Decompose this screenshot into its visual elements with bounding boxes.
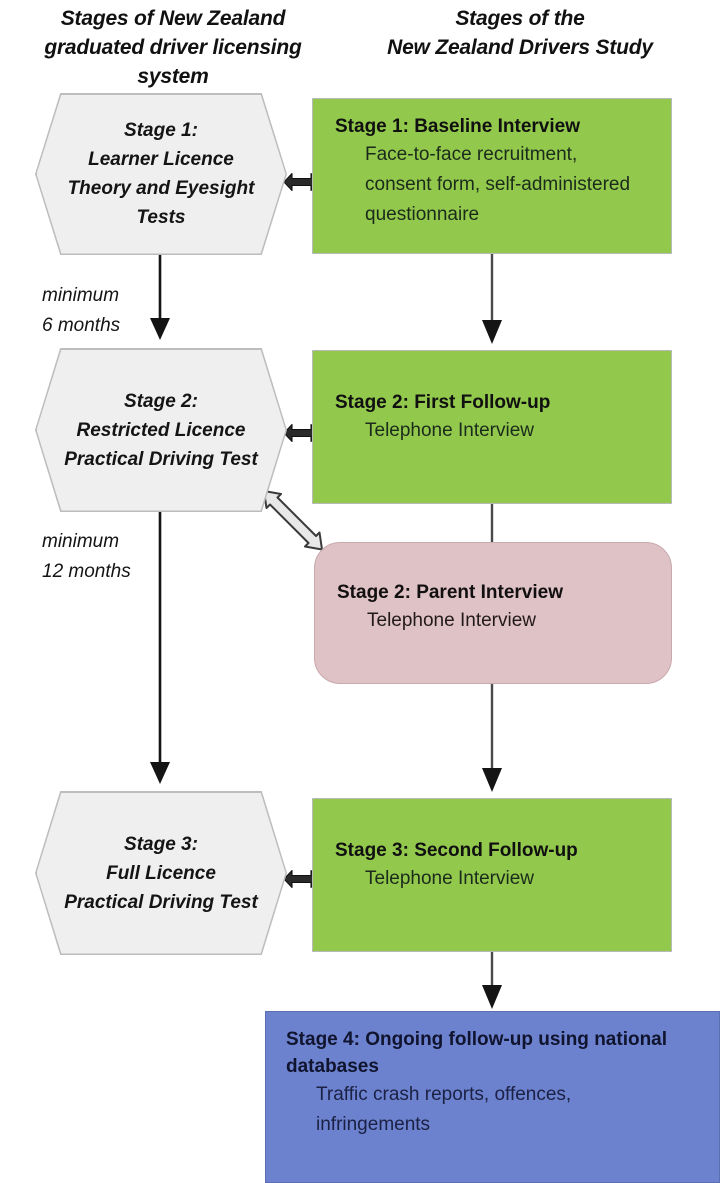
- first-follow-up-body-line1: Telephone Interview: [365, 420, 534, 441]
- ongoing-follow-up-body-line2: infringements: [316, 1114, 431, 1135]
- baseline-interview-title: Stage 1: Baseline Interview: [335, 116, 580, 137]
- licensing-stage-learner-licence[interactable]: Stage 1: Learner Licence Theory and Eyes…: [36, 94, 286, 254]
- restricted-licence-line3: Practical Driving Test: [64, 448, 258, 470]
- right-column-header: Stages of the New Zealand Drivers Study: [370, 4, 670, 62]
- study-stage-baseline-interview[interactable]: Stage 1: Baseline Interview Face-to-face…: [312, 98, 672, 254]
- interval-min-6-months-line1: minimum: [42, 285, 120, 306]
- full-licence-line2: Full Licence: [106, 862, 216, 884]
- ongoing-follow-up-body-line1: Traffic crash reports, offences,: [316, 1084, 572, 1105]
- left-column-header-line1: Stages of New Zealand: [60, 7, 286, 30]
- arrow-second-follow-up-to-stage4: [482, 952, 502, 1009]
- learner-licence-line4: Tests: [136, 207, 186, 228]
- arrow-learner-to-restricted: [150, 253, 170, 340]
- ongoing-follow-up-title: Stage 4: Ongoing follow-up using nationa…: [286, 1029, 668, 1077]
- arrow-restricted-to-full: [150, 512, 170, 784]
- interval-min-12-months: minimum 12 months: [42, 527, 131, 587]
- restricted-licence-line2: Restricted Licence: [76, 419, 246, 441]
- study-stage-second-follow-up[interactable]: Stage 3: Second Follow-up Telephone Inte…: [312, 798, 672, 952]
- interval-min-6-months: minimum 6 months: [42, 281, 120, 341]
- interval-min-12-months-line1: minimum: [42, 531, 120, 552]
- study-stage-ongoing-follow-up[interactable]: Stage 4: Ongoing follow-up using nationa…: [265, 1011, 720, 1183]
- interval-min-6-months-line2: 6 months: [42, 315, 121, 336]
- learner-licence-line3: Theory and Eyesight: [67, 178, 255, 199]
- second-follow-up-title: Stage 3: Second Follow-up: [335, 840, 578, 861]
- right-column-header-line1: Stages of the: [455, 7, 585, 30]
- learner-licence-line2: Learner Licence: [88, 149, 234, 170]
- full-licence-line3: Practical Driving Test: [64, 891, 258, 913]
- restricted-licence-line1: Stage 2:: [124, 390, 198, 412]
- baseline-interview-body-line2: consent form, self-administered: [365, 174, 631, 195]
- left-column-header-line2: graduated driver licensing system: [44, 36, 302, 88]
- learner-licence-line1: Stage 1:: [124, 120, 198, 141]
- baseline-interview-body-line1: Face-to-face recruitment,: [365, 144, 578, 165]
- left-column-header: Stages of New Zealand graduated driver l…: [18, 4, 328, 91]
- parent-interview-body-line1: Telephone Interview: [367, 610, 536, 631]
- right-column-header-line2: New Zealand Drivers Study: [387, 36, 653, 59]
- baseline-interview-body-line3: questionnaire: [365, 204, 480, 225]
- study-stage-parent-interview[interactable]: Stage 2: Parent Interview Telephone Inte…: [314, 542, 672, 684]
- study-stage-first-follow-up[interactable]: Stage 2: First Follow-up Telephone Inter…: [312, 350, 672, 504]
- licensing-stage-full-licence[interactable]: Stage 3: Full Licence Practical Driving …: [36, 792, 286, 954]
- arrow-baseline-to-first-follow-up: [482, 254, 502, 344]
- second-follow-up-body-line1: Telephone Interview: [365, 868, 534, 889]
- first-follow-up-title: Stage 2: First Follow-up: [335, 392, 551, 413]
- licensing-stage-restricted-licence[interactable]: Stage 2: Restricted Licence Practical Dr…: [36, 349, 286, 511]
- parent-interview-title: Stage 2: Parent Interview: [337, 582, 563, 603]
- full-licence-line1: Stage 3:: [124, 833, 198, 855]
- interval-min-12-months-line2: 12 months: [42, 561, 131, 582]
